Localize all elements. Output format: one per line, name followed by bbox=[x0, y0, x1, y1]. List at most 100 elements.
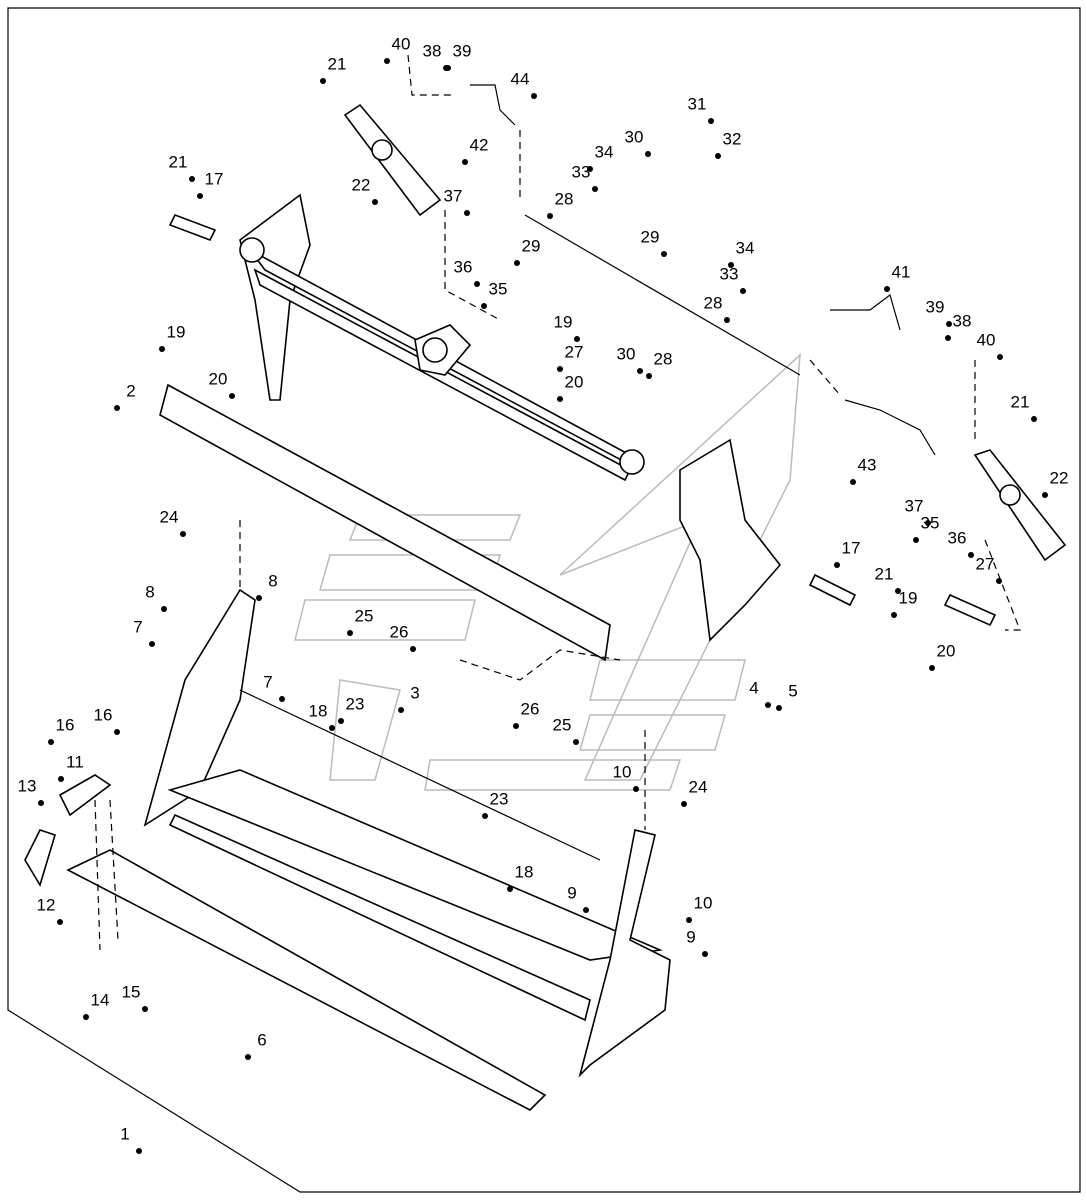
callout-label: 31 bbox=[688, 94, 707, 113]
callout-label: 43 bbox=[858, 455, 877, 474]
callout-label: 27 bbox=[976, 554, 995, 573]
callout-label: 26 bbox=[390, 622, 409, 641]
hydraulic-cylinder-right bbox=[973, 449, 1067, 562]
part-marker bbox=[48, 739, 54, 745]
callout-label: 29 bbox=[641, 227, 660, 246]
callout-label: 21 bbox=[169, 152, 188, 171]
callout-label: 32 bbox=[723, 129, 742, 148]
part-marker bbox=[850, 479, 856, 485]
part-marker bbox=[646, 373, 652, 379]
part-marker bbox=[776, 705, 782, 711]
part-marker bbox=[149, 641, 155, 647]
callout-label: 39 bbox=[926, 297, 945, 316]
callout-label: 16 bbox=[94, 705, 113, 724]
callout-label: 36 bbox=[948, 528, 967, 547]
callout-label: 8 bbox=[268, 571, 277, 590]
callout-label: 19 bbox=[899, 588, 918, 607]
part-marker bbox=[347, 630, 353, 636]
part-marker bbox=[724, 317, 730, 323]
callout-label: 5 bbox=[788, 681, 797, 700]
part-marker bbox=[159, 346, 165, 352]
frame-border bbox=[7, 7, 1081, 1193]
part-marker bbox=[398, 707, 404, 713]
part-marker bbox=[514, 260, 520, 266]
part-marker bbox=[557, 366, 563, 372]
part-marker bbox=[557, 396, 563, 402]
part-marker bbox=[946, 321, 952, 327]
callout-label: 18 bbox=[309, 701, 328, 720]
callout-label: 14 bbox=[91, 990, 110, 1009]
link-rod bbox=[524, 214, 801, 376]
part-marker bbox=[702, 951, 708, 957]
callout-label: 18 bbox=[515, 862, 534, 881]
callout-label: 10 bbox=[694, 893, 713, 912]
callout-label: 24 bbox=[689, 777, 708, 796]
callout-label: 12 bbox=[37, 895, 56, 914]
pin bbox=[808, 573, 857, 607]
callout-label: 34 bbox=[595, 142, 614, 161]
part-marker bbox=[57, 919, 63, 925]
part-marker bbox=[197, 193, 203, 199]
part-marker bbox=[410, 646, 416, 652]
part-marker bbox=[445, 65, 451, 71]
part-marker bbox=[686, 917, 692, 923]
part-marker bbox=[740, 288, 746, 294]
part-marker bbox=[945, 335, 951, 341]
callout-label: 41 bbox=[892, 262, 911, 281]
callout-label: 35 bbox=[921, 513, 940, 532]
part-marker bbox=[161, 606, 167, 612]
callout-label: 23 bbox=[346, 694, 365, 713]
callout-label: 16 bbox=[56, 715, 75, 734]
part-marker bbox=[482, 813, 488, 819]
part-marker bbox=[681, 801, 687, 807]
part-marker bbox=[384, 58, 390, 64]
part-marker bbox=[507, 886, 513, 892]
part-marker bbox=[245, 1054, 251, 1060]
part-marker bbox=[574, 336, 580, 342]
callout-label: 33 bbox=[720, 264, 739, 283]
part-marker bbox=[583, 907, 589, 913]
callout-label: 8 bbox=[145, 582, 154, 601]
part-marker bbox=[531, 93, 537, 99]
part-marker bbox=[83, 1014, 89, 1020]
part-marker bbox=[114, 405, 120, 411]
hose bbox=[830, 293, 901, 331]
part-marker bbox=[929, 665, 935, 671]
callout-label: 26 bbox=[521, 699, 540, 718]
part-marker bbox=[996, 578, 1002, 584]
part-marker bbox=[58, 776, 64, 782]
callout-label: 21 bbox=[1011, 392, 1030, 411]
part-marker bbox=[708, 118, 714, 124]
callout-label: 21 bbox=[328, 54, 347, 73]
callout-label: 34 bbox=[736, 238, 755, 257]
callout-label: 30 bbox=[617, 344, 636, 363]
callout-label: 21 bbox=[875, 564, 894, 583]
part-marker bbox=[136, 1148, 142, 1154]
callout-label: 19 bbox=[167, 322, 186, 341]
back-plate bbox=[159, 383, 611, 662]
callout-label: 27 bbox=[565, 342, 584, 361]
part-marker bbox=[38, 800, 44, 806]
part-marker bbox=[256, 595, 262, 601]
part-marker bbox=[834, 562, 840, 568]
callout-label: 3 bbox=[410, 683, 419, 702]
part-marker bbox=[320, 78, 326, 84]
callout-label: 9 bbox=[567, 883, 576, 902]
part-marker bbox=[645, 151, 651, 157]
callout-label: 35 bbox=[489, 279, 508, 298]
callout-label: 10 bbox=[613, 762, 632, 781]
callout-label: 25 bbox=[553, 715, 572, 734]
part-marker bbox=[464, 210, 470, 216]
callout-label: 15 bbox=[122, 982, 141, 1001]
callout-label: 37 bbox=[444, 186, 463, 205]
part-marker bbox=[229, 393, 235, 399]
part-marker bbox=[997, 354, 1003, 360]
callout-label: 28 bbox=[555, 189, 574, 208]
callout-label: 38 bbox=[953, 311, 972, 330]
callout-label: 23 bbox=[490, 789, 509, 808]
callout-label: 44 bbox=[511, 69, 530, 88]
part-marker bbox=[573, 739, 579, 745]
hose bbox=[470, 84, 516, 126]
part-marker bbox=[462, 159, 468, 165]
